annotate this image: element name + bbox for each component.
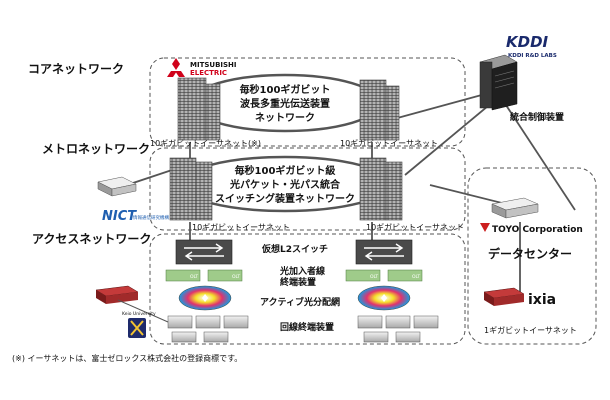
splitter-label: アクティブ光分配網 [260, 296, 340, 308]
active-splitter-left: ♦ [178, 285, 232, 311]
kddi-wordmark: KDDI [506, 33, 549, 51]
nict-wordmark: NICT [102, 209, 137, 224]
mitsubishi-wordmark-2: ELECTRIC [190, 69, 227, 77]
mitsubishi-wordmark-1: MITSUBISHI [190, 61, 237, 69]
ixia-wordmark: ixia [528, 292, 556, 308]
svg-text:♦: ♦ [379, 292, 389, 305]
core-to-metro-links [117, 89, 576, 292]
toyo-appliance-icon [491, 197, 539, 219]
virtual-l2-switch-left [175, 239, 233, 265]
test-device-left-icon [95, 285, 139, 304]
metro-region [149, 147, 466, 231]
olt-group-right: OLT OLT [345, 269, 423, 282]
toyo-mark-icon [480, 223, 490, 232]
metro-switch-right [359, 157, 403, 221]
datacenter-region [467, 167, 597, 345]
keio-logo: Keio University [122, 311, 156, 338]
metro-label-line2: 光パケット・光パス統合 [229, 178, 341, 191]
onu-group-right [357, 315, 439, 343]
link-core-left: 10ギガビットイーサネット(※) [150, 138, 261, 148]
core-label-line2: 波長多重光伝送装置 [240, 97, 330, 110]
metro-label-line3: スイッチング装置ネットワーク [215, 192, 355, 205]
keio-link [117, 299, 169, 323]
kddi-logo: KDDI KDDI R&D LABS [506, 33, 557, 59]
section-access: アクセスネットワーク [32, 232, 151, 246]
link-metro-right: 10ギガビットイーサネット [366, 222, 464, 232]
ixia-device-icon [483, 287, 525, 306]
link-datacenter: 1ギガビットイーサネット [484, 325, 577, 335]
virtual-l2-switch-right [355, 239, 413, 265]
link-core-right: 10ギガビットイーサネット [340, 138, 438, 148]
core-router-right [359, 79, 400, 141]
olt-group-left: OLT OLT [165, 269, 243, 282]
section-metro: メトロネットワーク [42, 142, 150, 156]
metro-switch-left [169, 157, 213, 221]
core-label-line3: ネットワーク [255, 112, 315, 124]
integrated-controller-label: 統合制御装置 [510, 111, 564, 123]
core-region [149, 57, 466, 147]
section-datacenter: データセンター [488, 246, 572, 261]
core-router-left [177, 77, 221, 141]
toyo-wordmark: TOYO Corporation [492, 225, 583, 235]
nict-logo: NICT 情報通信研究機構 [102, 209, 169, 224]
olt-label-2: 終端装置 [280, 276, 316, 288]
virtual-l2-label: 仮想L2スイッチ [261, 243, 328, 255]
access-region [149, 233, 466, 345]
section-core: コアネットワーク [28, 62, 124, 76]
nict-appliance-icon [97, 176, 137, 197]
olt-tag: OLT [232, 274, 240, 280]
core-label-line1: 毎秒100ギガビット [240, 83, 331, 96]
olt-tag: OLT [412, 274, 420, 280]
integrated-controller-server-icon [479, 54, 518, 111]
mitsubishi-logo: MITSUBISHI ELECTRIC [167, 58, 237, 77]
keio-wordmark: Keio University [122, 311, 156, 317]
metro-label-line1: 毎秒100ギガビット級 [235, 164, 336, 177]
svg-text:♦: ♦ [200, 292, 210, 305]
olt-tag: OLT [370, 274, 378, 280]
footnote: (※) イーサネットは、富士ゼロックス株式会社の登録商標です。 [12, 353, 242, 363]
olt-label-1: 光加入者線 [279, 265, 325, 277]
link-metro-left: 10ギガビットイーサネット [192, 222, 290, 232]
nict-subtitle: 情報通信研究機構 [133, 214, 169, 221]
active-splitter-right: ♦ [357, 285, 411, 311]
kddi-labs-wordmark: KDDI R&D LABS [508, 53, 557, 59]
mitsubishi-diamonds-icon [167, 58, 185, 77]
olt-tag: OLT [190, 274, 198, 280]
toyo-logo: TOYO Corporation [480, 223, 583, 235]
onu-label: 回線終端装置 [280, 321, 334, 333]
onu-group-left [167, 315, 249, 343]
